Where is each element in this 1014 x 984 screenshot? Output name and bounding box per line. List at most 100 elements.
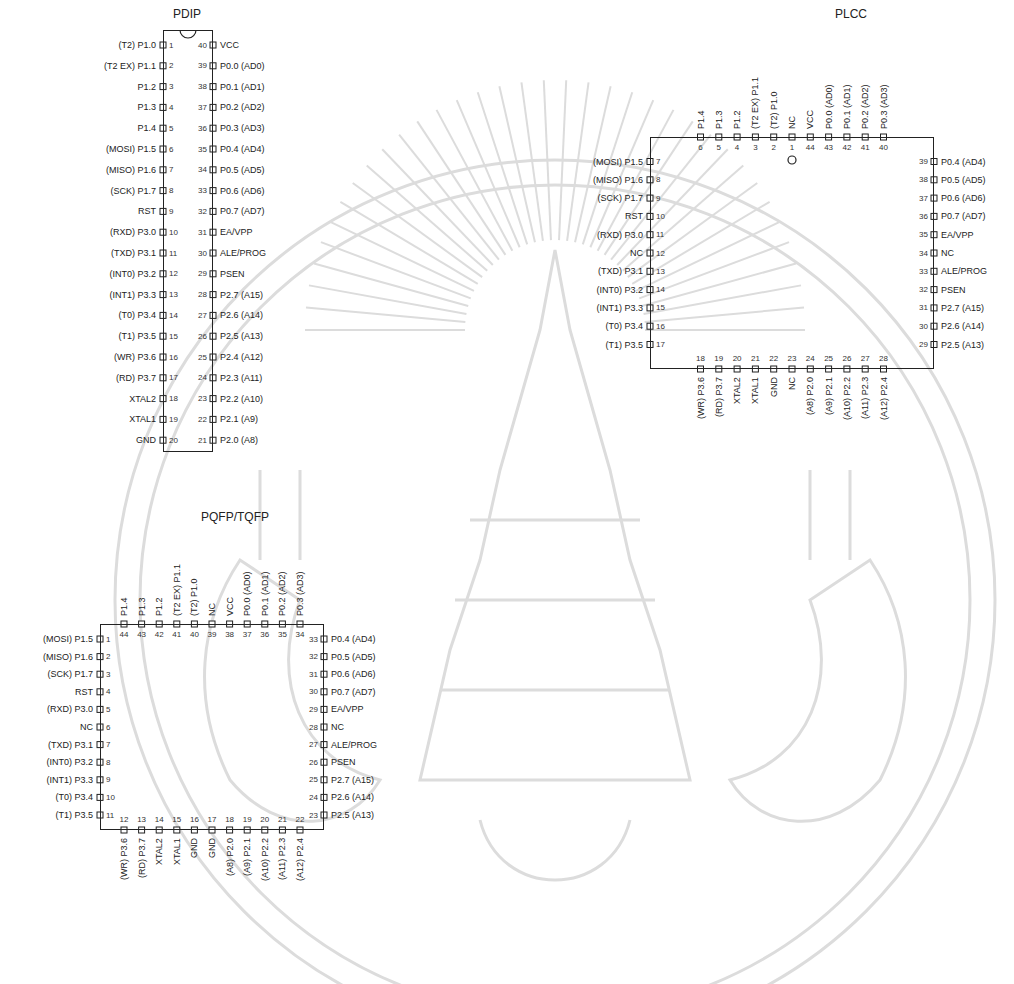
pin-number: 18: [169, 394, 178, 403]
pin-pad: [156, 827, 162, 833]
emblem-ray: [590, 100, 653, 247]
pin-name: GND: [136, 435, 156, 445]
pin-pad: [321, 812, 327, 818]
pin-name: (A10) P2.2: [842, 377, 852, 420]
pin-name: (TXD) P3.1: [48, 740, 93, 750]
pin-name: P0.3 (AD3): [295, 571, 305, 616]
pin-name: NC: [80, 722, 93, 732]
pin-name: P1.4: [137, 123, 156, 133]
emblem-ray: [499, 86, 535, 242]
pin-pad: [321, 654, 327, 660]
pin-number: 11: [169, 249, 177, 258]
pin-name: P2.6 (A14): [220, 310, 263, 320]
pin-name: RST: [75, 687, 93, 697]
pin-name: (WR) P3.6: [119, 838, 129, 880]
pin-name: P0.0 (AD0): [242, 571, 252, 616]
pin-number: 3: [169, 82, 173, 91]
pin-name: (T1) P3.5: [605, 340, 643, 350]
pin-name: P0.1 (AD1): [260, 571, 270, 616]
pin-name: P0.2 (AD2): [860, 84, 870, 129]
pin-number: 24: [198, 373, 207, 382]
pin-name: P0.1 (AD1): [842, 84, 852, 129]
package-title: PQFP/TQFP: [201, 510, 269, 524]
pin-name: (MISO) P1.6: [43, 652, 93, 662]
pin-pad: [931, 250, 937, 256]
pin-name: NC: [787, 116, 797, 129]
pin-pad: [931, 195, 937, 201]
pin-number: 18: [225, 815, 234, 824]
pin-name: (INT1) P3.3: [46, 775, 93, 785]
pin-name: (MOSI) P1.5: [43, 634, 93, 644]
pin-name: P2.7 (A15): [941, 303, 984, 313]
emblem-base: [480, 820, 630, 880]
pin-number: 23: [788, 354, 797, 363]
pin-name: ALE/PROG: [941, 266, 987, 276]
pin-pad: [931, 342, 937, 348]
pin-pad: [279, 827, 285, 833]
pin-name: P0.2 (AD2): [220, 102, 265, 112]
pin-name: P1.4: [119, 597, 129, 616]
pin-name: (RXD) P3.0: [597, 230, 643, 240]
pin-number: 30: [919, 322, 928, 331]
pin-number: 3: [106, 670, 110, 679]
pin-name: (RD) P3.7: [714, 377, 724, 417]
pin-number: 11: [106, 811, 114, 820]
pin-number: 19: [169, 415, 178, 424]
emblem-ray: [314, 263, 468, 306]
pin-name: P0.7 (AD7): [941, 211, 986, 221]
pin-number: 41: [172, 630, 181, 639]
pin-name: P1.3: [137, 102, 156, 112]
pin-number: 28: [309, 723, 318, 732]
pin-number: 40: [190, 630, 199, 639]
pin-number: 31: [198, 228, 207, 237]
pin-name: P0.4 (AD4): [941, 157, 986, 167]
pin-name: (MISO) P1.6: [593, 175, 643, 185]
pin-name: P2.7 (A15): [220, 290, 263, 300]
pin-number: 7: [106, 740, 110, 749]
pin-name: GND: [189, 838, 199, 858]
pin-number: 29: [919, 340, 928, 349]
pin-number: 38: [225, 630, 234, 639]
pin-name: P0.4 (AD4): [220, 144, 265, 154]
pin-name: PSEN: [220, 269, 245, 279]
pin-pad: [210, 63, 216, 69]
pin-number: 33: [198, 186, 207, 195]
pin-name: P2.1 (A9): [220, 414, 258, 424]
pin-name: NC: [787, 377, 797, 390]
pin-number: 14: [169, 311, 178, 320]
pin-name: (RXD) P3.0: [110, 227, 156, 237]
pin-name: (SCK) P1.7: [47, 669, 93, 679]
pin-number: 35: [919, 230, 928, 239]
pin-number: 12: [169, 269, 178, 278]
pin-number: 21: [751, 354, 760, 363]
pin-pad: [139, 827, 145, 833]
pin-number: 30: [198, 249, 207, 258]
pin-pad: [931, 323, 937, 329]
pin-name: P2.5 (A13): [331, 810, 374, 820]
pin-number: 8: [106, 758, 110, 767]
pin-name: (T2) P1.0: [118, 40, 156, 50]
pin-pad: [931, 177, 937, 183]
pdip-notch: [180, 30, 196, 38]
pin-pad: [321, 636, 327, 642]
pin-number: 12: [656, 249, 665, 258]
pin-name: P1.2: [137, 82, 156, 92]
chip-package: PLCC: [650, 137, 934, 369]
pin1-marker: [788, 156, 796, 164]
pin-number: 8: [656, 175, 660, 184]
pin-number: 19: [243, 815, 252, 824]
pin-name: (A9) P2.1: [824, 377, 834, 415]
pin-pad: [698, 366, 704, 372]
pin-name: (A8) P2.0: [805, 377, 815, 415]
pin-number: 37: [919, 194, 928, 203]
pin-name: (RXD) P3.0: [47, 704, 93, 714]
pin-pad: [862, 366, 868, 372]
pin-pad: [321, 759, 327, 765]
pin-number: 5: [106, 705, 110, 714]
pin-number: 42: [155, 630, 164, 639]
pin-name: ALE/PROG: [220, 248, 266, 258]
pin-number: 25: [824, 354, 833, 363]
pin-number: 36: [919, 212, 928, 221]
pin-pad: [321, 724, 327, 730]
pin-pad: [931, 305, 937, 311]
